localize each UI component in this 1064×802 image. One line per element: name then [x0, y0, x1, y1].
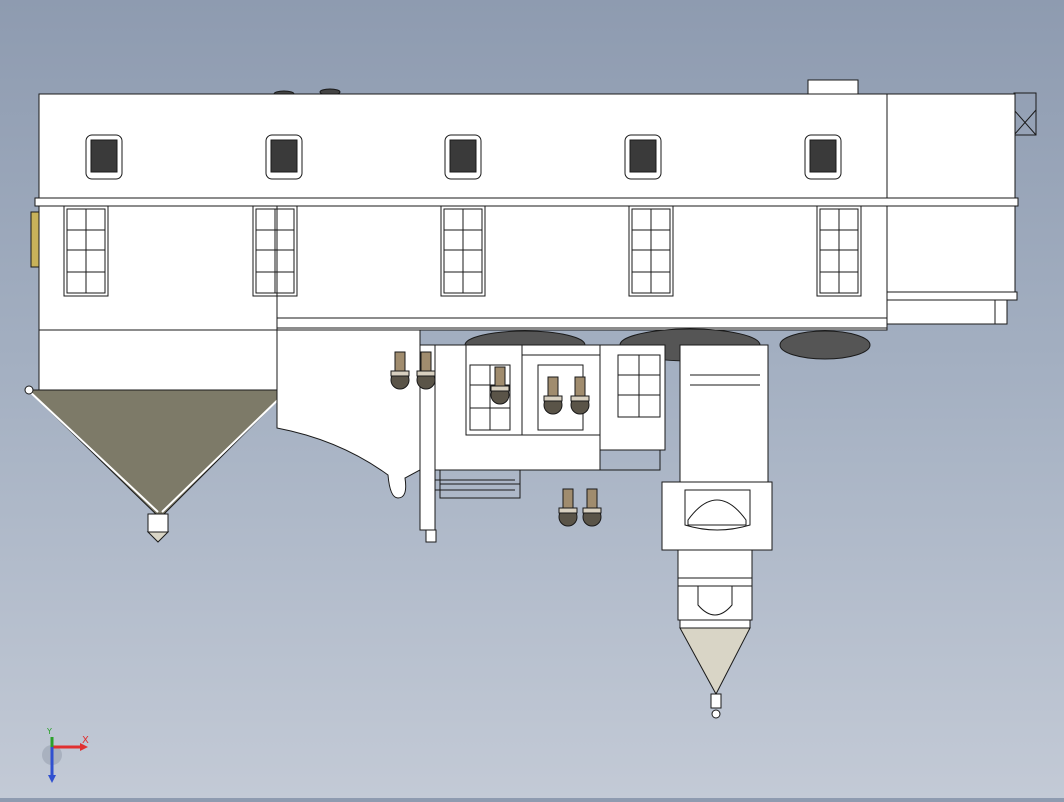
right-tower	[661, 344, 773, 719]
y-axis-label: Y	[47, 727, 52, 736]
x-axis-label: X	[82, 735, 89, 746]
pane-window	[628, 205, 674, 297]
vent-window	[265, 134, 303, 180]
x-axis-head	[80, 743, 88, 751]
vent-window	[444, 134, 482, 180]
vent-window	[804, 134, 842, 180]
pane-windows	[63, 205, 862, 297]
valve	[570, 376, 590, 415]
valve	[543, 376, 563, 415]
valve	[490, 366, 510, 405]
pane-window	[63, 205, 109, 297]
pane-window	[816, 205, 862, 297]
vent-window	[624, 134, 662, 180]
coordinate-triad: X Y	[40, 727, 100, 785]
roof-ladder	[807, 79, 1037, 136]
middle-structure	[276, 329, 666, 543]
pane-window	[440, 205, 486, 297]
vent-windows	[85, 134, 842, 180]
valve	[558, 488, 578, 527]
vent-window	[85, 134, 123, 180]
valve	[416, 351, 436, 390]
left-hopper	[24, 385, 293, 543]
z-axis-head	[48, 775, 56, 783]
rails	[435, 374, 760, 491]
valve	[582, 488, 602, 527]
valve	[390, 351, 410, 390]
pane-window	[252, 205, 298, 297]
